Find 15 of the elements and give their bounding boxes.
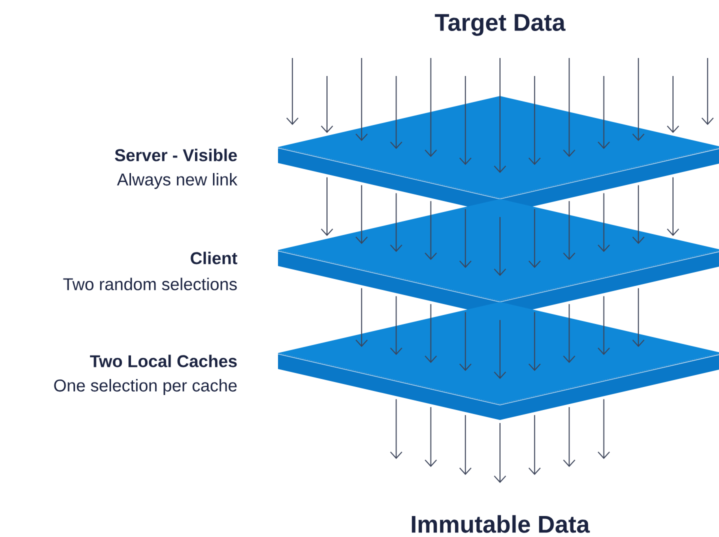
- arrow: [528, 415, 541, 475]
- title: Target Data: [434, 14, 566, 36]
- layer-heading: Server - Visible: [114, 148, 237, 162]
- arrow: [424, 407, 437, 467]
- arrow: [459, 415, 472, 475]
- arrow: [494, 423, 506, 483]
- layer-heading: Client: [190, 252, 238, 264]
- layer-description: Always new link: [117, 173, 238, 189]
- layer-description: One selection per cache: [54, 379, 237, 395]
- layer-heading: Two Local Caches: [90, 354, 237, 368]
- arrow: [598, 399, 610, 459]
- footer-label: Immutable Data: [412, 515, 590, 533]
- arrow: [563, 407, 576, 467]
- arrow: [390, 399, 402, 459]
- layer-description: Two random selections: [63, 278, 237, 290]
